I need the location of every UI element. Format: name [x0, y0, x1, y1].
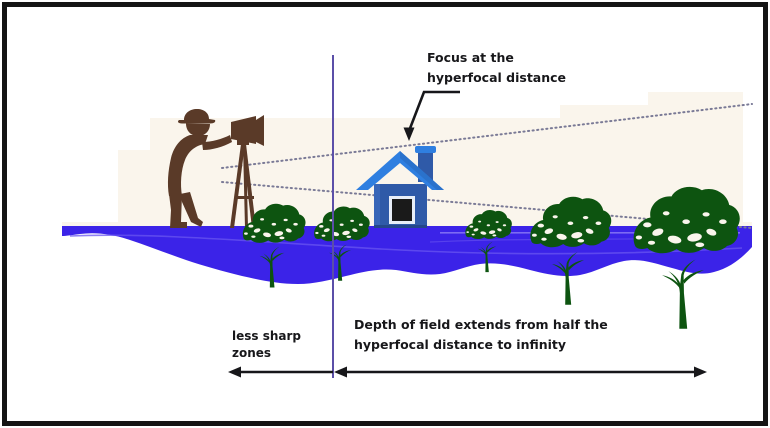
focus-callout-arrow: [403, 90, 460, 141]
focus-label-line2: hyperfocal distance: [427, 70, 566, 85]
ray-upper: [221, 103, 753, 169]
focus-label-line1: Focus at the: [427, 50, 514, 65]
house-roof: [356, 151, 444, 190]
less-sharp-label-line2: zones: [232, 346, 271, 360]
dof-label-line1: Depth of field extends from half the: [354, 317, 608, 332]
chimney-cap: [415, 146, 436, 153]
less-sharp-label-line1: less sharp: [232, 329, 301, 343]
house: [356, 146, 444, 228]
less-sharp-zone-arrow: [228, 366, 333, 378]
window-pane: [392, 199, 412, 221]
dof-label-line2: hyperfocal distance to infinity: [354, 337, 566, 352]
depth-of-field-arrow: [334, 366, 707, 378]
